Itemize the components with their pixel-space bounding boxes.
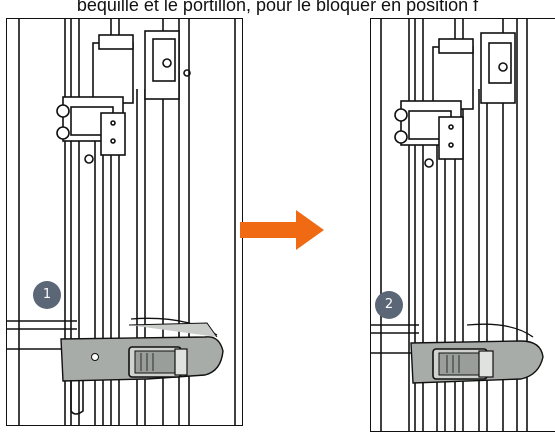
right-arrow-icon [240, 210, 324, 250]
mechanism-drawing-after [371, 19, 544, 431]
instruction-caption: béquille et le portillon, pour le bloque… [76, 0, 479, 15]
illustration-panel-before: 1 [6, 18, 243, 426]
mechanism-drawing-before [7, 19, 236, 425]
step-badge-1: 1 [33, 281, 61, 309]
illustration-panel-after: 2 [370, 18, 555, 432]
step-badge-2: 2 [375, 291, 403, 319]
